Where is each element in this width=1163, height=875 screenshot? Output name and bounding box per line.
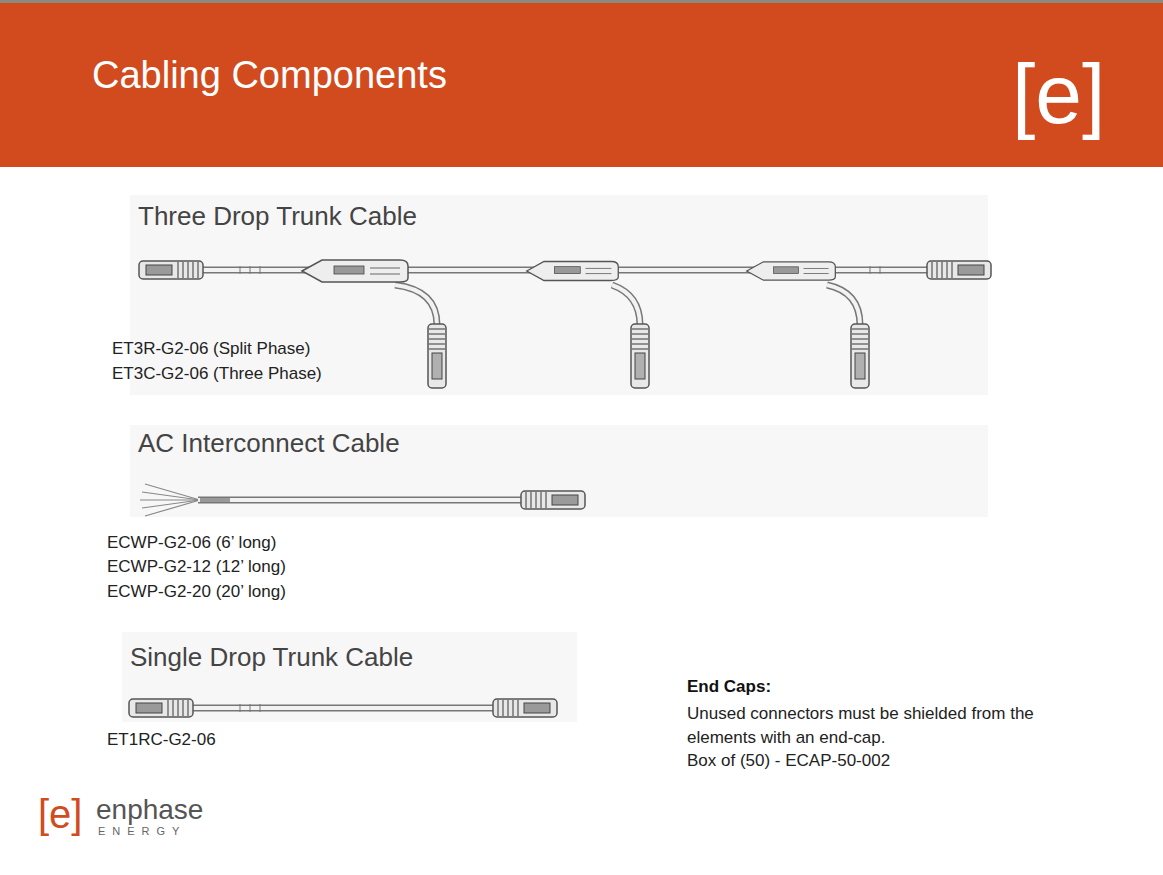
footer-logo-sub: ENERGY [98, 825, 186, 838]
ac-interconnect-cable [140, 484, 585, 516]
footer-logo-mark: [e] [38, 790, 82, 838]
section-heading: Three Drop Trunk Cable [138, 201, 417, 232]
note-text: Box of (50) - ECAP-50-002 [687, 751, 890, 771]
note-heading: End Caps: [687, 677, 771, 697]
part-number: ET3R-G2-06 (Split Phase) [112, 339, 310, 359]
part-number: ECWP-G2-06 (6’ long) [107, 533, 276, 553]
footer-logo-word: enphase [96, 793, 203, 827]
part-number: ET1RC-G2-06 [107, 730, 216, 750]
panel-ground [122, 632, 577, 722]
section-heading: AC Interconnect Cable [138, 428, 400, 459]
header-logo: [e] [1012, 44, 1105, 145]
panel-ground [130, 425, 988, 517]
note-text: Unused connectors must be shielded from … [687, 702, 1047, 750]
slide-title: Cabling Components [92, 53, 447, 99]
section-heading: Single Drop Trunk Cable [130, 642, 413, 673]
part-number: ET3C-G2-06 (Three Phase) [112, 364, 322, 384]
single-drop-trunk-cable [129, 699, 557, 717]
part-number: ECWP-G2-12 (12’ long) [107, 557, 286, 577]
part-number: ECWP-G2-20 (20’ long) [107, 582, 286, 602]
